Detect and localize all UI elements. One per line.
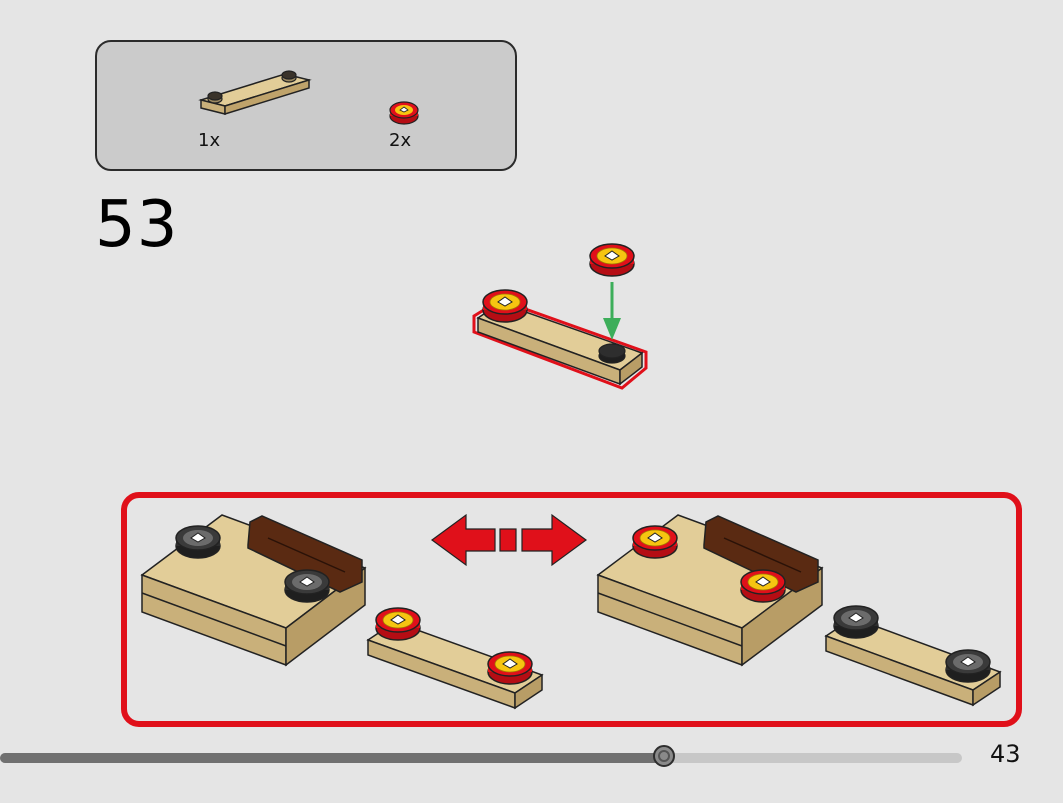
red-round-tile-part-icon	[389, 101, 419, 125]
incoming-red-tile	[589, 243, 635, 277]
progress-bar[interactable]	[0, 745, 962, 767]
parts-list-box: 1x 2x	[95, 40, 517, 171]
callout-frame	[121, 492, 1022, 727]
progress-handle[interactable]	[652, 745, 675, 767]
down-arrow-icon	[603, 282, 621, 340]
swap-double-arrow-icon	[430, 513, 588, 567]
placed-red-tile	[482, 289, 528, 323]
page-number: 43	[990, 740, 1021, 768]
progress-bar-fill	[0, 753, 664, 763]
step-number: 53	[95, 188, 179, 262]
tan-plate-part-icon	[198, 70, 312, 116]
red-round-tile-count: 2x	[389, 130, 412, 151]
tan-plate-count: 1x	[198, 130, 221, 151]
